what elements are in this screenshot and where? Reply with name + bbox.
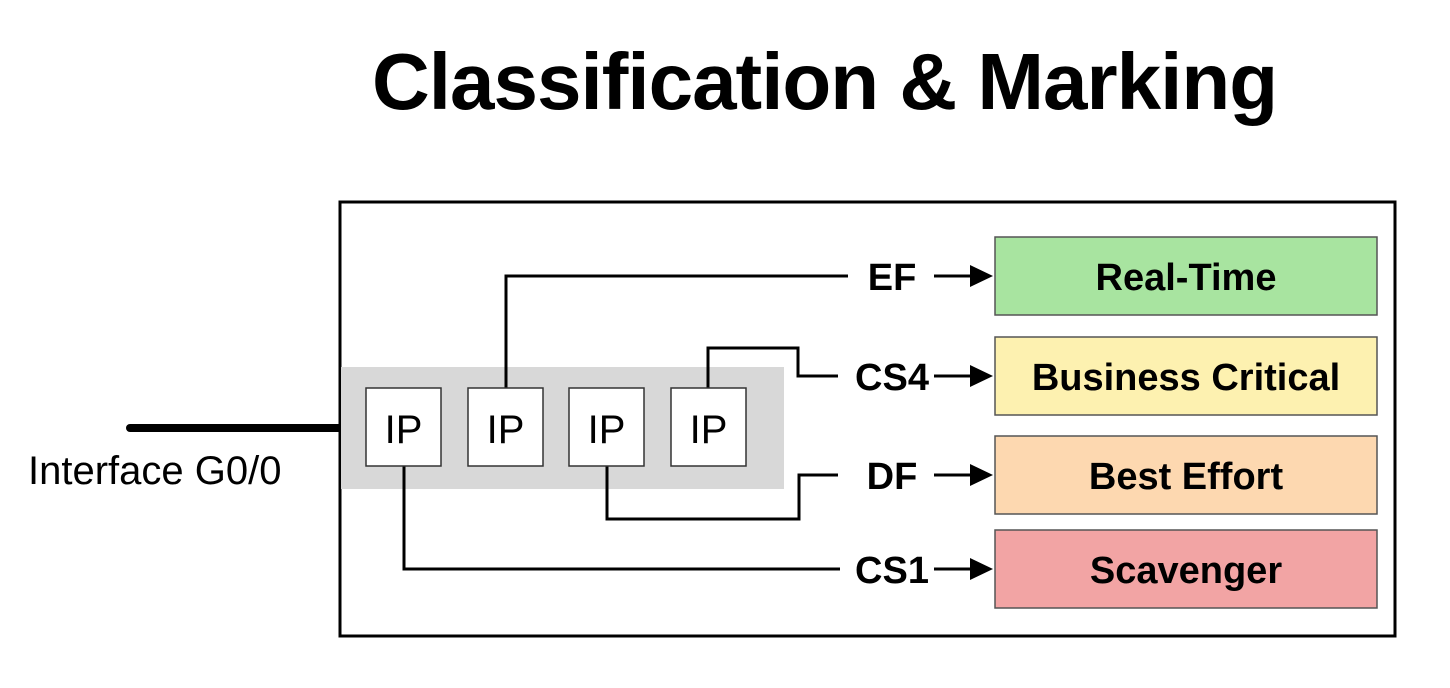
- traffic-class-label: Business Critical: [1032, 357, 1340, 399]
- page-title: Classification & Marking: [372, 37, 1278, 126]
- ip-packet-label: IP: [690, 408, 728, 452]
- traffic-class-box: [994, 435, 1378, 515]
- arrowhead-icon: [970, 558, 993, 580]
- connector-ef: [504, 274, 848, 388]
- arrowhead-icon: [970, 365, 993, 387]
- traffic-class-box: [994, 236, 1378, 316]
- interface-label: Interface G0/0: [28, 449, 281, 493]
- traffic-class-label: Real-Time: [1096, 257, 1277, 299]
- arrowhead-icon: [970, 265, 993, 287]
- dscp-code: EF: [868, 257, 917, 299]
- arrowhead-icon: [970, 464, 993, 486]
- ip-packet-label: IP: [487, 408, 525, 452]
- marking-row: DF Best Effort: [867, 435, 1378, 515]
- ip-packet: IP: [670, 387, 747, 467]
- ip-packet: IP: [365, 387, 442, 467]
- ip-packet-label: IP: [588, 408, 626, 452]
- dscp-code: CS4: [855, 357, 929, 399]
- dscp-code: DF: [867, 456, 918, 498]
- connector-cs4: [706, 346, 838, 388]
- marking-row: CS1 Scavenger: [855, 529, 1378, 609]
- ip-packet-label: IP: [385, 408, 423, 452]
- ip-packet: IP: [467, 387, 544, 467]
- dscp-code: CS1: [855, 550, 929, 592]
- marking-row: CS4 Business Critical: [855, 336, 1378, 416]
- traffic-class-label: Best Effort: [1089, 456, 1284, 498]
- marking-row: EF Real-Time: [868, 236, 1378, 316]
- traffic-class-box: [994, 336, 1378, 416]
- ip-packet: IP: [568, 387, 645, 467]
- traffic-class-label: Scavenger: [1090, 550, 1282, 592]
- connector-cs1: [402, 466, 840, 571]
- connector-df: [605, 466, 838, 521]
- traffic-class-box: [994, 529, 1378, 609]
